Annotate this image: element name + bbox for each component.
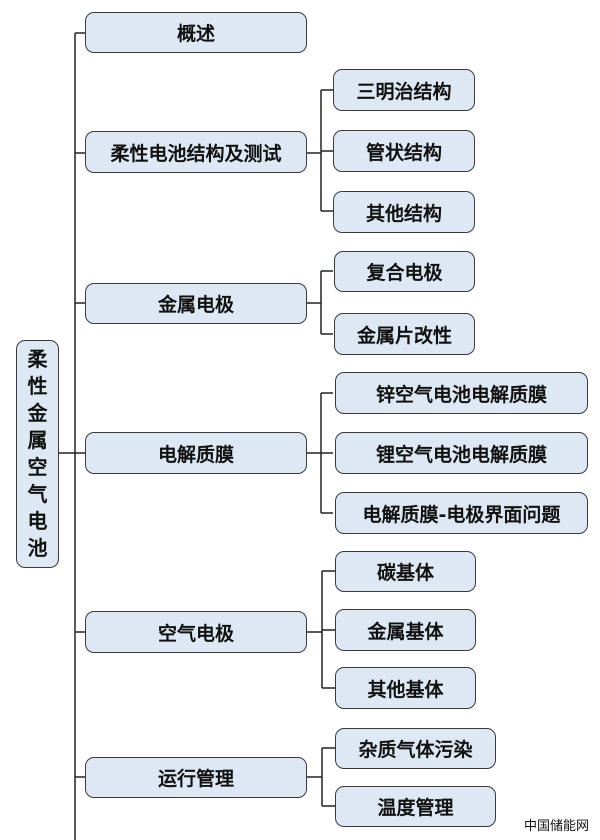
leaf-other-substrate[interactable]: 其他基体 — [335, 667, 476, 709]
leaf-carbon-substrate[interactable]: 碳基体 — [335, 551, 476, 592]
branch-metal-electrode[interactable]: 金属电极 — [85, 283, 307, 324]
leaf-lithium-air-electrolyte[interactable]: 锂空气电池电解质膜 — [335, 432, 588, 474]
leaf-impurity-gas[interactable]: 杂质气体污染 — [335, 728, 496, 769]
branch-electrolyte[interactable]: 电解质膜 — [85, 432, 307, 474]
bracket-branch-4 — [307, 570, 335, 689]
leaf-other-structure[interactable]: 其他结构 — [333, 191, 475, 233]
leaf-sandwich-structure[interactable]: 三明治结构 — [333, 69, 475, 111]
watermark: 中国储能网 — [524, 819, 590, 834]
leaf-metal-sheet-modification[interactable]: 金属片改性 — [334, 313, 475, 355]
bracket-branch-2 — [307, 270, 333, 335]
root-label: 柔性金属空气电池 — [27, 347, 48, 560]
branch-overview[interactable]: 概述 — [85, 12, 307, 53]
branch-air-electrode[interactable]: 空气电极 — [85, 611, 307, 653]
bracket-branch-3 — [307, 392, 333, 514]
branch-operation[interactable]: 运行管理 — [85, 757, 307, 798]
leaf-zinc-air-electrolyte[interactable]: 锌空气电池电解质膜 — [335, 372, 588, 414]
bracket-branch-5 — [307, 747, 335, 807]
leaf-composite-electrode[interactable]: 复合电极 — [334, 251, 475, 292]
leaf-tubular-structure[interactable]: 管状结构 — [333, 130, 475, 172]
leaf-temperature-management[interactable]: 温度管理 — [335, 786, 496, 827]
root-node[interactable]: 柔性金属空气电池 — [16, 340, 59, 568]
bracket-branch-1 — [307, 89, 333, 212]
leaf-electrolyte-interface[interactable]: 电解质膜-电极界面问题 — [335, 492, 588, 534]
branch-flexible-structure[interactable]: 柔性电池结构及测试 — [85, 131, 307, 173]
leaf-metal-substrate[interactable]: 金属基体 — [335, 609, 476, 651]
